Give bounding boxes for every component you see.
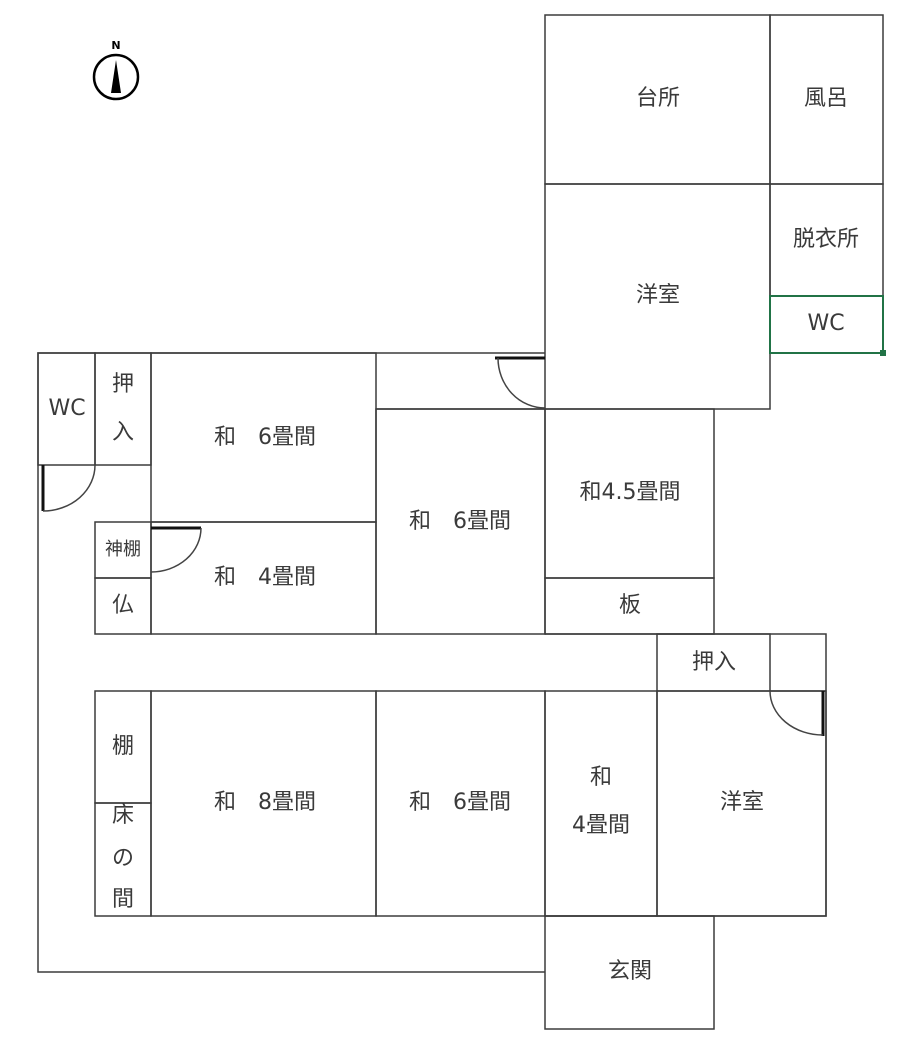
label-japanese-4-west: 和 4畳間	[214, 565, 316, 590]
room-western-south	[656, 690, 827, 917]
label-shelf: 棚	[111, 734, 135, 759]
label-board-floor: 板	[618, 593, 642, 618]
door-icon	[495, 356, 546, 409]
wall	[545, 633, 827, 917]
label-japanese-4-5: 和4.5畳間	[579, 480, 681, 505]
label-japanese-8: 和 8畳間	[214, 790, 316, 815]
label-japanese-6-west: 和 6畳間	[214, 425, 316, 450]
label-kitchen: 台所	[635, 86, 681, 111]
label-tokonoma-2: の	[111, 846, 135, 871]
label-tokonoma-1: 床	[111, 803, 135, 828]
label-closet-west-1: 押	[111, 372, 135, 397]
label-wc-north: WC	[807, 311, 845, 336]
label-closet-west-2: 入	[111, 420, 135, 445]
door-icon	[41, 464, 96, 512]
compass-north-label: N	[111, 39, 121, 52]
label-entrance: 玄関	[607, 959, 653, 984]
label-japanese-6-south: 和 6畳間	[409, 790, 511, 815]
label-japanese-4-south-1: 和	[589, 765, 613, 790]
room-butsudan	[94, 577, 152, 635]
label-dressing: 脱衣所	[792, 227, 860, 252]
label-japanese-4-south-2: 4畳間	[572, 813, 630, 838]
label-western-north: 洋室	[635, 283, 681, 308]
label-butsudan: 仏	[111, 593, 135, 618]
door-icon	[769, 690, 825, 736]
room-wc-north[interactable]	[769, 295, 886, 356]
label-japanese-6-center: 和 6畳間	[409, 509, 511, 534]
label-kamidana: 神棚	[105, 539, 141, 560]
door-icon	[150, 526, 202, 573]
compass: N	[90, 40, 142, 104]
label-tokonoma-3: 間	[111, 887, 135, 912]
north-arrow-icon	[92, 53, 140, 101]
room-entrance	[544, 915, 715, 1030]
label-wc-west: WC	[48, 396, 86, 421]
label-western-south: 洋室	[719, 790, 765, 815]
label-closet-east: 押入	[691, 650, 737, 675]
label-bath: 風呂	[803, 86, 849, 111]
room-japanese-4-south	[544, 690, 658, 917]
room-closet-west	[94, 352, 152, 466]
